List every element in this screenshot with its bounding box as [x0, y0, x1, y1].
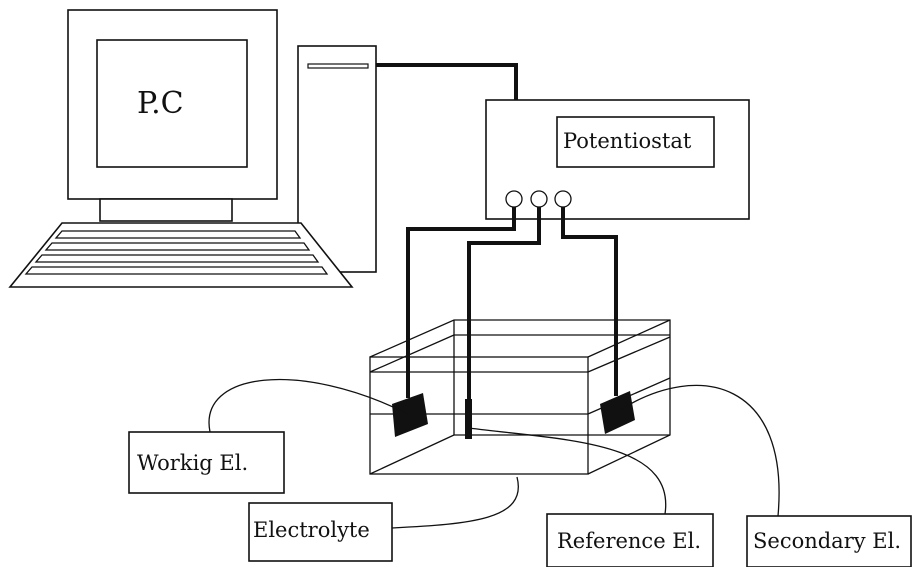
working-electrode [392, 393, 428, 437]
computer-keyboard [8, 222, 354, 288]
reference-electrode-leader [468, 427, 667, 515]
reference-electrode-wire [467, 207, 541, 401]
secondary-electrode-wire [561, 207, 618, 396]
potentiostat-unit: Potentiostat [485, 99, 750, 220]
secondary-electrode-label: Secondary El. [753, 529, 901, 553]
electrolyte-leader [391, 476, 519, 529]
working-electrode-wire [406, 207, 516, 398]
potentiostat-label: Potentiostat [563, 129, 692, 153]
reference-electrode [465, 399, 472, 439]
electrochemical-cell [369, 319, 671, 475]
pc-label: P.C [137, 86, 184, 121]
pc-cable [376, 63, 518, 100]
working-electrode-label: Workig El. [137, 451, 248, 475]
secondary-electrode-callout: Secondary El. [746, 515, 912, 567]
electrolyte-callout: Electrolyte [248, 502, 393, 562]
reference-electrode-callout: Reference El. [546, 513, 714, 567]
secondary-electrode-leader [619, 384, 780, 517]
electrolyte-label: Electrolyte [253, 518, 370, 542]
secondary-electrode [600, 391, 635, 434]
working-electrode-callout: Workig El. [128, 431, 285, 494]
reference-electrode-label: Reference El. [557, 529, 701, 553]
computer-monitor: P.C [67, 9, 278, 222]
working-electrode-leader [208, 378, 409, 433]
